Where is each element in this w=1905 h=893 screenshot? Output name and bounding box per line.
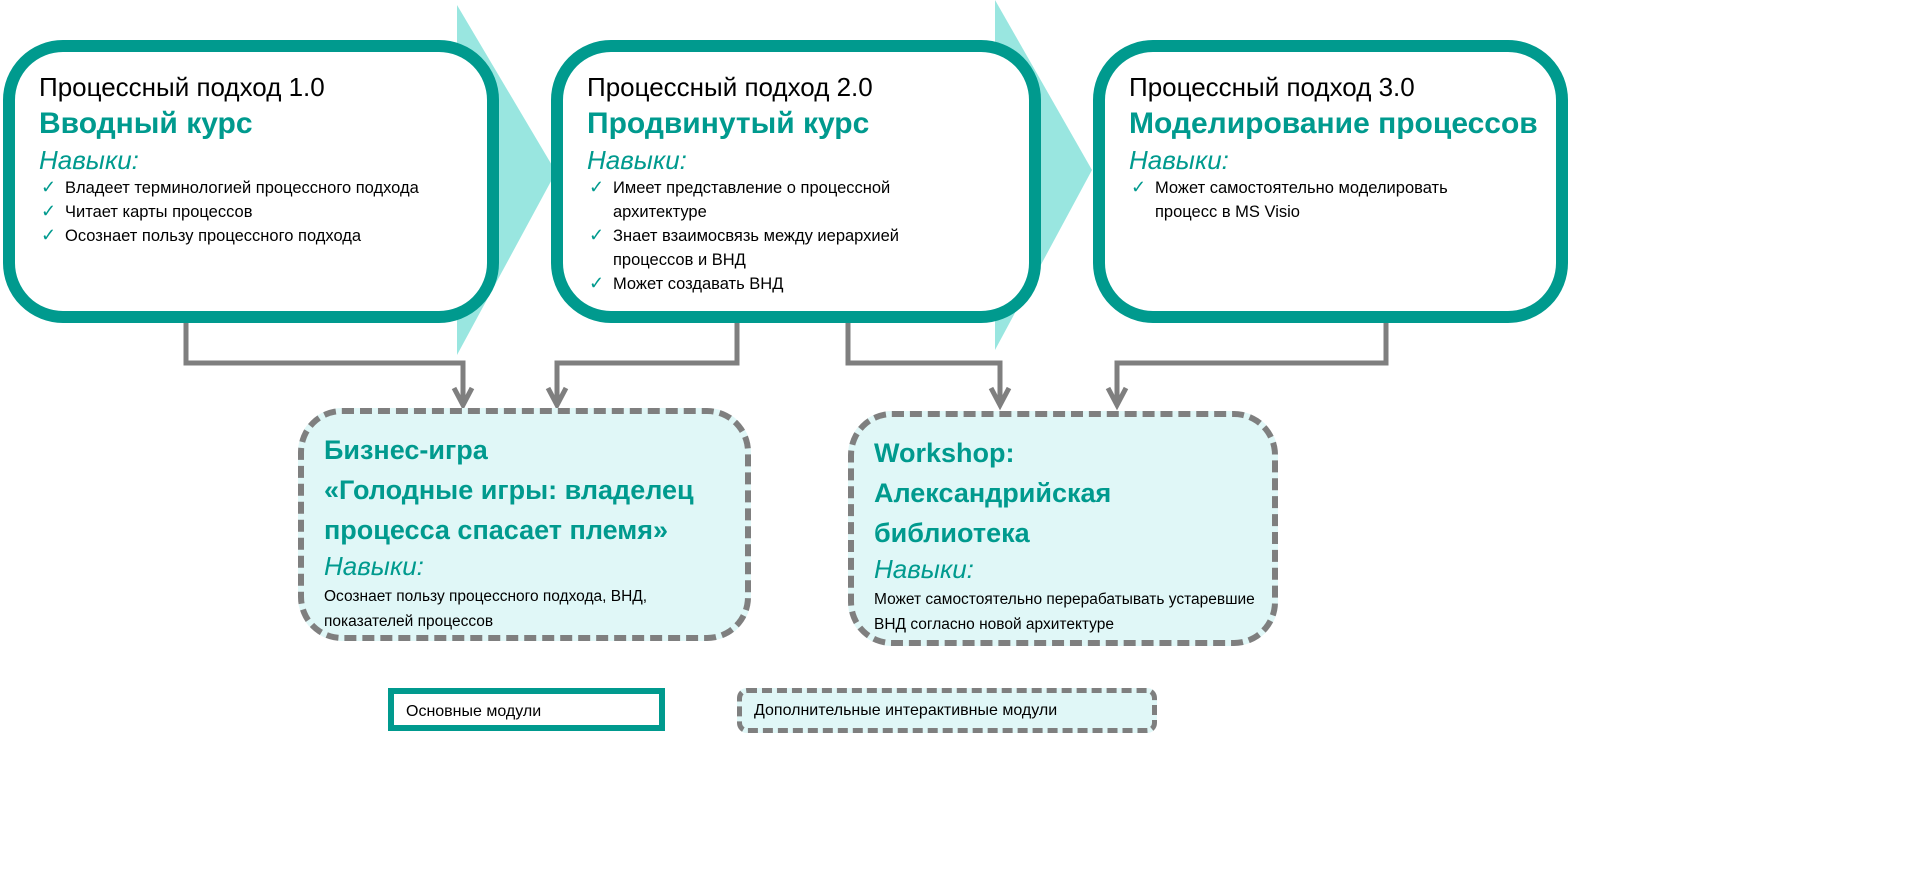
- skills-label: Навыки:: [587, 145, 687, 175]
- arrowhead: [451, 386, 475, 411]
- extra-title-line: процесса спасает племя»: [324, 515, 669, 545]
- check-icon: ✓: [589, 225, 605, 245]
- extra-title-line: Бизнес-игра: [324, 435, 488, 465]
- connector-1-to-game: [183, 322, 466, 405]
- module-card-2: Процессный подход 2.0 Продвинутый курс Н…: [551, 40, 1041, 323]
- legend-main-label: Основные модули: [406, 703, 542, 720]
- extra-title-line: «Голодные игры: владелец: [324, 475, 694, 505]
- legend-extra-modules: Дополнительные интерактивные модули: [737, 688, 1157, 733]
- skill-item: ✓Имеет представление о процессной архите…: [589, 177, 891, 221]
- check-icon: ✓: [589, 273, 605, 293]
- check-icon: ✓: [41, 177, 57, 197]
- extra-title-line: библиотека: [874, 518, 1030, 548]
- legend-extra-label: Дополнительные интерактивные модули: [754, 702, 1058, 719]
- check-icon: ✓: [41, 225, 57, 245]
- module-title: Продвинутый курс: [587, 107, 870, 140]
- connector-2-to-game: [554, 322, 740, 405]
- check-icon: ✓: [1131, 177, 1147, 197]
- skill-item: ✓Знает взаимосвязь между иерархией проце…: [589, 225, 900, 269]
- module-card-1: Процессный подход 1.0 Вводный курс Навык…: [3, 40, 499, 323]
- extra-title-line: Workshop:: [874, 438, 1015, 468]
- module-title: Моделирование процессов: [1129, 107, 1538, 140]
- extra-card-workshop: Workshop: Александрийская библиотека Нав…: [848, 411, 1278, 646]
- module-header: Процессный подход 2.0: [587, 72, 873, 102]
- check-icon: ✓: [589, 177, 605, 197]
- arrowhead: [545, 386, 569, 411]
- extra-card-business-game: Бизнес-игра «Голодные игры: владелец про…: [298, 408, 751, 641]
- arrowhead: [1105, 386, 1129, 411]
- skills-label: Навыки:: [1129, 145, 1229, 175]
- skill-item: ✓Может самостоятельно моделировать проце…: [1131, 177, 1448, 221]
- check-icon: ✓: [41, 201, 57, 221]
- module-card-3: Процессный подход 3.0 Моделирование проц…: [1093, 40, 1568, 323]
- module-title: Вводный курс: [39, 107, 253, 140]
- skills-label: Навыки:: [874, 554, 974, 584]
- skills-label: Навыки:: [39, 145, 139, 175]
- connector-3-to-workshop: [1114, 322, 1389, 405]
- arrowhead: [988, 386, 1012, 411]
- skill-item: ✓Может создавать ВНД: [589, 273, 784, 293]
- skill-item: ✓Осознает пользу процессного подхода: [41, 225, 362, 245]
- skill-item: ✓Владеет терминологией процессного подхо…: [41, 177, 419, 197]
- extra-title-line: Александрийская: [874, 478, 1112, 508]
- legend-main-modules: Основные модули: [388, 688, 665, 731]
- skill-item: ✓Читает карты процессов: [41, 201, 253, 221]
- skills-label: Навыки:: [324, 551, 424, 581]
- module-header: Процессный подход 3.0: [1129, 72, 1415, 102]
- module-header: Процессный подход 1.0: [39, 72, 325, 102]
- extra-skills: Может самостоятельно перерабатывать уста…: [874, 591, 1255, 633]
- connector-2-to-workshop: [845, 322, 1003, 405]
- extra-skills: Осознает пользу процессного подхода, ВНД…: [324, 588, 648, 630]
